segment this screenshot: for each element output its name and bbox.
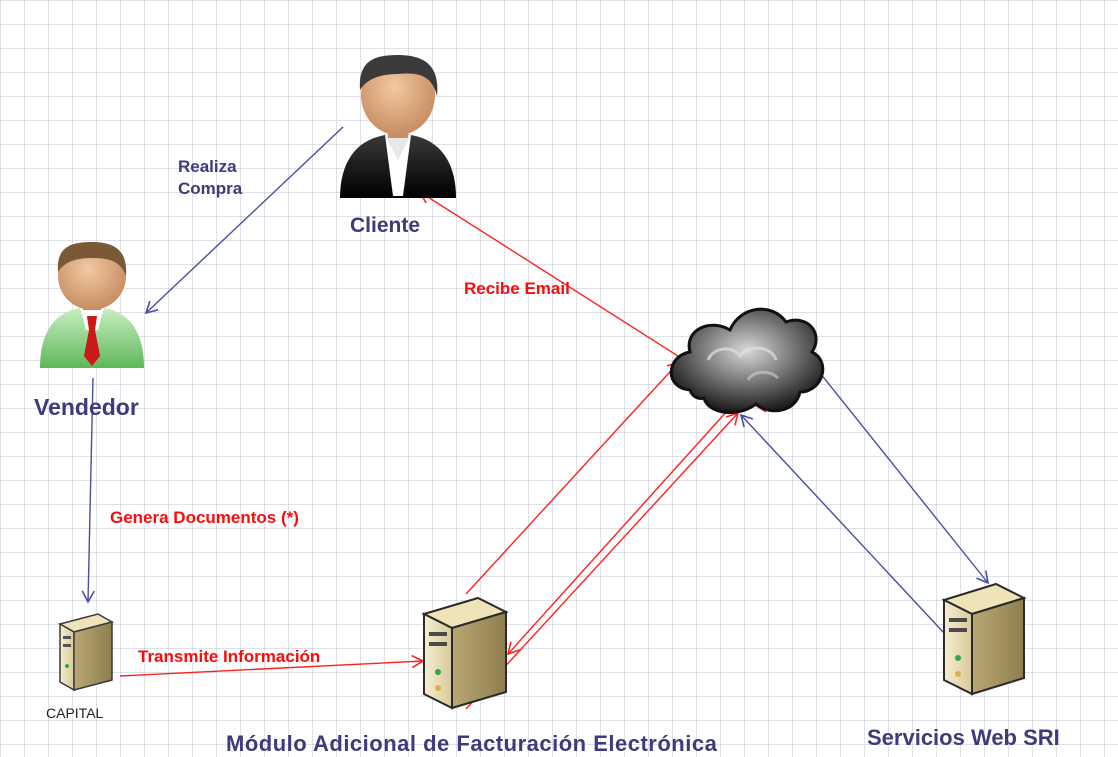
realiza-compra-line2: Compra [178, 179, 243, 198]
modulo-label: Módulo Adicional de Facturación Electrón… [226, 731, 718, 756]
cliente-label: Cliente [350, 214, 421, 237]
realiza-compra-line1: Realiza [178, 157, 237, 176]
capital-server-icon [58, 613, 114, 692]
vendedor-label: Vendedor [34, 394, 139, 420]
sri-server-icon [941, 582, 1027, 696]
sri-label: Servicios Web SRI [867, 725, 1060, 750]
recibe-email-label: Recibe Email [464, 279, 570, 298]
edge-genera-documentos [81, 377, 95, 604]
edge-cloud-to-modulo [506, 409, 729, 656]
edge-realiza-compra [144, 126, 344, 315]
edge-modulo-to-cloud-2 [465, 411, 740, 710]
cliente-icon [340, 55, 456, 198]
modulo-server-icon [421, 596, 509, 710]
edges [81, 126, 990, 710]
cloud-icon [669, 307, 825, 415]
capital-label: CAPITAL [46, 705, 104, 721]
edge-sri-to-cloud [739, 413, 945, 634]
transmite-informacion-label: Transmite Información [138, 647, 321, 666]
realiza-compra-label: Realiza Compra [178, 156, 242, 200]
vendedor-icon [40, 242, 144, 368]
edge-transmite-informacion [119, 654, 425, 677]
edge-cloud-to-sri [811, 362, 990, 585]
genera-documentos-label: Genera Documentos (*) [110, 508, 299, 527]
edge-modulo-to-cloud [465, 360, 681, 595]
